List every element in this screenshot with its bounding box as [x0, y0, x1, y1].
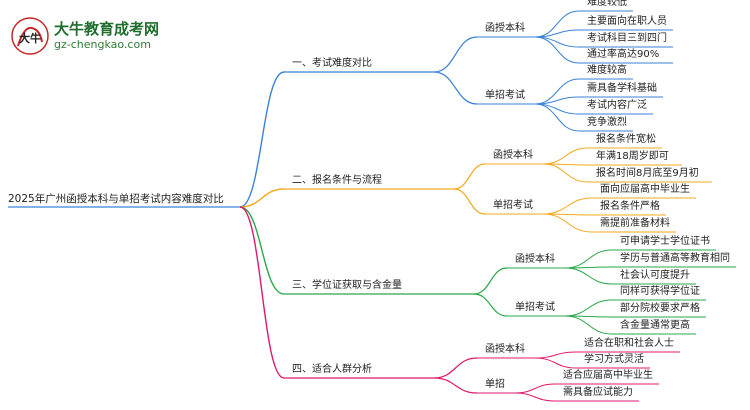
- child-node[interactable]: 函授本科: [485, 23, 525, 34]
- leaf-node[interactable]: 社会认可度提升: [620, 270, 690, 281]
- leaf-node[interactable]: 主要面向在职人员: [587, 16, 667, 27]
- logo-badge-text: 大牛: [19, 31, 41, 45]
- child-connector: [453, 163, 486, 190]
- child-connector: [453, 188, 486, 215]
- leaf-connector: [534, 351, 577, 359]
- leaf-node[interactable]: 部分院校要求严格: [620, 303, 700, 314]
- child-node[interactable]: 单招考试: [515, 302, 555, 313]
- leaf-connector: [564, 315, 613, 335]
- leaf-node[interactable]: 考试内容广泛: [587, 100, 647, 111]
- leaf-node[interactable]: 学历与普通高等教育相同: [620, 253, 730, 264]
- leaf-node[interactable]: 报名时间8月底至9月初: [596, 168, 699, 179]
- leaf-node[interactable]: 学习方式灵活: [584, 354, 644, 365]
- branch-node[interactable]: 一、考试难度对比: [292, 58, 372, 69]
- child-node[interactable]: 单招: [485, 379, 505, 390]
- branch-connector: [239, 206, 285, 379]
- leaf-connector: [542, 147, 589, 165]
- logo-badge-icon: 大牛: [11, 17, 49, 55]
- leaf-node[interactable]: 年满18周岁即可: [596, 151, 669, 162]
- child-node[interactable]: 单招考试: [485, 90, 525, 101]
- leaf-connector: [564, 249, 613, 269]
- leaf-node[interactable]: 需提前准备材料: [600, 218, 670, 229]
- child-connector: [433, 377, 478, 394]
- leaf-connector: [534, 36, 580, 48]
- leaf-connector: [564, 299, 613, 317]
- leaf-node[interactable]: 报名条件严格: [600, 201, 660, 212]
- leaf-node[interactable]: 适合应届高中毕业生: [563, 370, 653, 381]
- logo-title: 大牛教育成考网: [54, 20, 160, 38]
- leaf-connector: [542, 197, 593, 215]
- child-connector: [473, 267, 508, 295]
- leaf-node[interactable]: 考试科目三到四门: [587, 33, 667, 44]
- branch-node[interactable]: 三、学位证获取与含金量: [292, 280, 402, 291]
- leaf-connector: [534, 103, 580, 115]
- child-connector: [433, 36, 478, 73]
- leaf-connector: [564, 267, 613, 285]
- branch-connector: [239, 71, 285, 208]
- leaf-node[interactable]: 竞争激烈: [587, 117, 627, 128]
- leaf-node[interactable]: 报名条件宽松: [596, 134, 656, 145]
- leaf-node[interactable]: 难度较高: [587, 65, 627, 76]
- leaf-node[interactable]: 需具备学科基础: [587, 83, 657, 94]
- child-node[interactable]: 函授本科: [485, 344, 525, 355]
- branch-node[interactable]: 二、报名条件与流程: [292, 175, 382, 186]
- leaf-node[interactable]: 含金量通常更高: [620, 320, 690, 331]
- leaf-connector: [542, 213, 593, 233]
- leaf-connector: [534, 357, 577, 369]
- child-node[interactable]: 单招考试: [493, 200, 533, 211]
- leaf-connector: [534, 10, 580, 38]
- leaf-node[interactable]: 需具备应试能力: [563, 387, 633, 398]
- logo-url: gz-chengkao.com: [54, 38, 151, 51]
- child-node[interactable]: 函授本科: [493, 150, 533, 161]
- site-logo[interactable]: 大牛 大牛教育成考网 gz-chengkao.com: [10, 14, 180, 58]
- child-connector: [433, 357, 478, 379]
- child-connector: [473, 293, 508, 317]
- branch-connector: [239, 188, 285, 208]
- leaf-connector: [514, 392, 556, 402]
- leaf-node[interactable]: 面向应届高中毕业生: [600, 184, 690, 195]
- child-node[interactable]: 函授本科: [515, 254, 555, 265]
- leaf-connector: [534, 103, 580, 132]
- leaf-node[interactable]: 适合在职和社会人士: [584, 338, 674, 349]
- leaf-connector: [514, 383, 556, 394]
- root-node[interactable]: 2025年广州函授本科与单招考试内容难度对比: [8, 193, 224, 205]
- child-connector: [433, 71, 478, 105]
- leaf-connector: [542, 163, 589, 183]
- leaf-node[interactable]: 同样可获得学位证: [620, 286, 700, 297]
- branch-node[interactable]: 四、适合人群分析: [292, 364, 372, 375]
- leaf-node[interactable]: 可申请学士学位证书: [620, 236, 710, 247]
- leaf-node[interactable]: 难度较低: [587, 0, 627, 8]
- branch-connector: [239, 206, 285, 295]
- leaf-node[interactable]: 通过率高达90%: [587, 49, 660, 60]
- leaf-connector: [534, 36, 580, 64]
